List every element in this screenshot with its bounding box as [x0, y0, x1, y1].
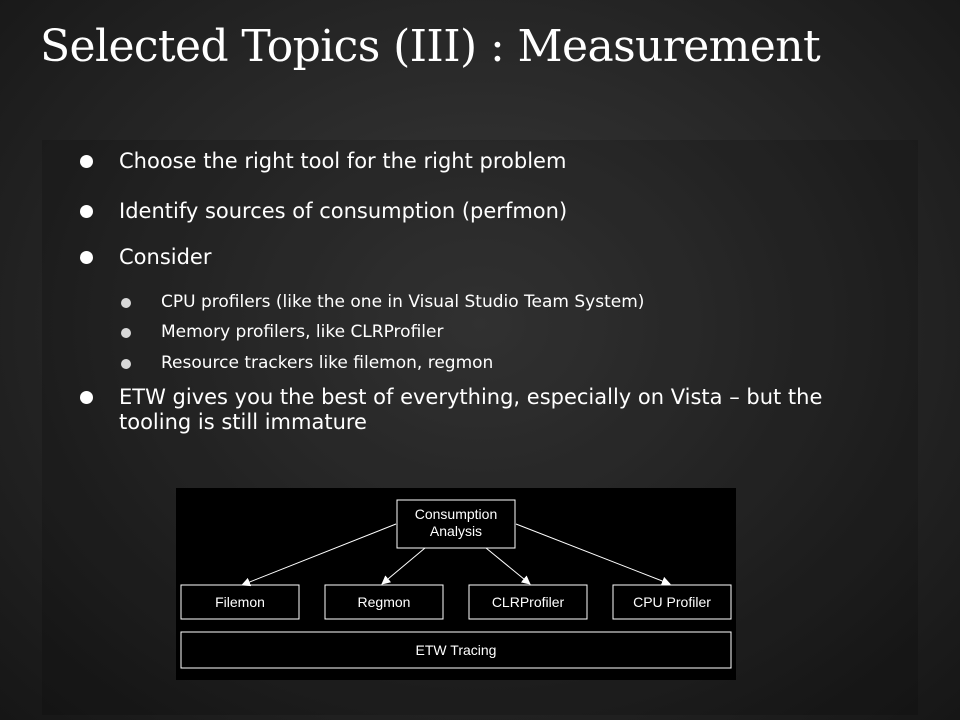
diagram-canvas: Consumption Analysis Filemon Regmon CLRP…: [180, 499, 732, 669]
bullet-item-consider: Consider: [80, 245, 890, 270]
node-clrprofiler: CLRProfiler: [468, 584, 588, 620]
bullet-text: Consider: [119, 245, 212, 269]
node-cpu-profiler: CPU Profiler: [612, 584, 732, 620]
bullet-text: Identify sources of consumption (perfmon…: [119, 199, 568, 223]
sub-bullet-text: Memory profilers, like CLRProfiler: [161, 322, 444, 342]
sub-bullet-resource-trackers: Resource trackers like filemon, regmon: [121, 353, 881, 374]
sub-bullet-dot-icon: [121, 328, 131, 338]
measurement-diagram: Consumption Analysis Filemon Regmon CLRP…: [176, 488, 736, 680]
bullet-text: Choose the right tool for the right prob…: [119, 149, 567, 173]
arrow-to-cpu-profiler: [515, 523, 671, 586]
node-label: CPU Profiler: [633, 594, 711, 610]
node-regmon: Regmon: [324, 584, 444, 620]
bullet-item-identify-sources: Identify sources of consumption (perfmon…: [80, 199, 890, 224]
node-label: ETW Tracing: [416, 642, 497, 658]
node-label-line1: Consumption: [415, 506, 498, 522]
node-label: Regmon: [358, 594, 411, 610]
sub-bullet-text: CPU profilers (like the one in Visual St…: [161, 292, 645, 312]
bullet-dot-icon: [80, 205, 93, 218]
arrow-to-clrprofiler: [485, 547, 531, 585]
sub-bullet-text: Resource trackers like filemon, regmon: [161, 353, 494, 373]
sub-bullet-cpu-profilers: CPU profilers (like the one in Visual St…: [121, 292, 881, 313]
node-consumption-analysis: Consumption Analysis: [396, 499, 516, 549]
node-filemon: Filemon: [180, 584, 300, 620]
node-etw-tracing: ETW Tracing: [180, 631, 732, 669]
node-label-line2: Analysis: [430, 523, 482, 539]
sub-bullet-dot-icon: [121, 298, 131, 308]
arrow-to-regmon: [381, 547, 426, 585]
bullet-dot-icon: [80, 391, 93, 404]
sub-bullet-dot-icon: [121, 359, 131, 369]
sub-bullet-memory-profilers: Memory profilers, like CLRProfiler: [121, 322, 881, 343]
node-label: Filemon: [215, 594, 265, 610]
arrow-to-filemon: [241, 523, 397, 587]
bullet-item-choose-tool: Choose the right tool for the right prob…: [80, 149, 890, 174]
bullet-dot-icon: [80, 251, 93, 264]
bullet-item-etw: ETW gives you the best of everything, es…: [80, 385, 890, 435]
bullet-text: ETW gives you the best of everything, es…: [119, 385, 823, 434]
bullet-dot-icon: [80, 155, 93, 168]
node-label: CLRProfiler: [492, 594, 565, 610]
slide-title: Selected Topics (III) : Measurement: [40, 21, 821, 72]
